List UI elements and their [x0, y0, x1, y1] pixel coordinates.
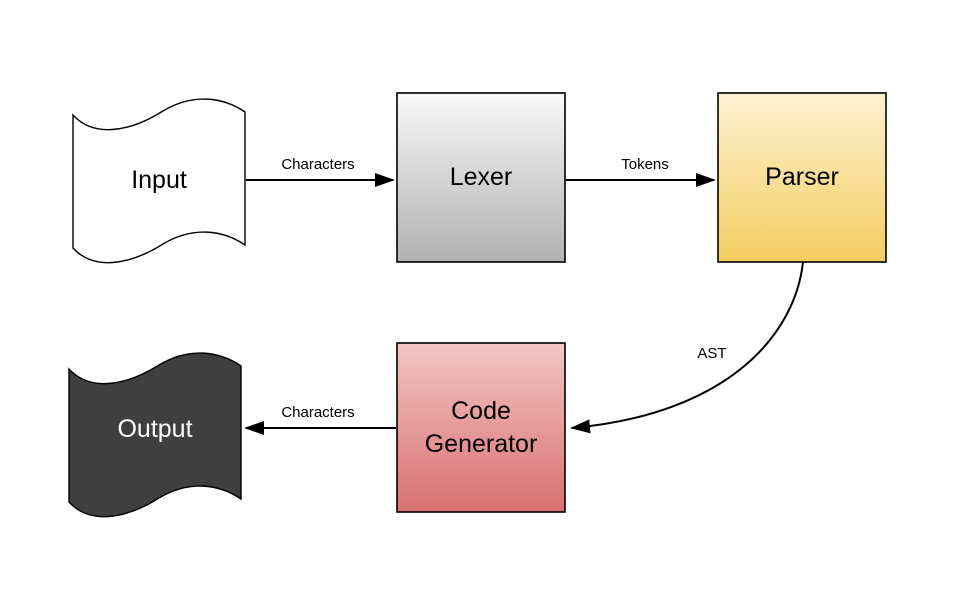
lexer-box	[396, 92, 566, 263]
arrow-parser-to-codegen	[570, 261, 804, 434]
parser-box	[717, 92, 887, 263]
input-shape	[72, 98, 246, 264]
output-shape	[68, 352, 242, 518]
codegen-box	[396, 342, 566, 513]
